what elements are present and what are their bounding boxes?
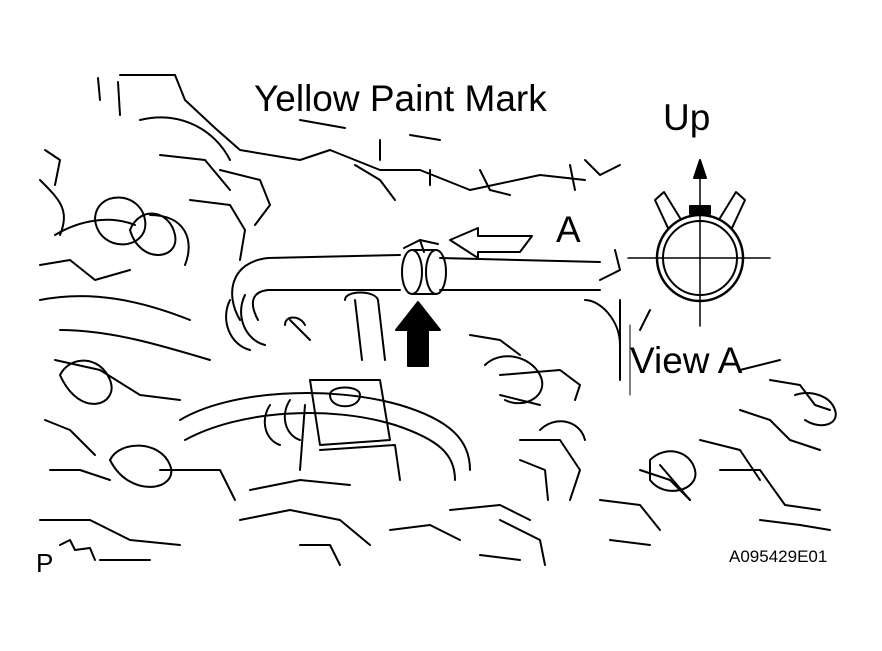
hose-clamp-icon xyxy=(401,239,447,295)
up-label: Up xyxy=(663,97,711,138)
engine-bay-background xyxy=(39,74,837,566)
view-direction-label: A xyxy=(556,209,581,250)
main-hose xyxy=(231,254,601,321)
corner-mark-label: P xyxy=(36,548,54,578)
figure-code-label: A095429E01 xyxy=(729,547,828,566)
view-a-clamp-detail xyxy=(627,159,771,327)
paint-mark-label: Yellow Paint Mark xyxy=(254,78,547,119)
view-direction-arrow-icon xyxy=(449,227,533,259)
up-arrow-icon xyxy=(395,301,441,367)
view-a-label: View A xyxy=(630,340,743,381)
